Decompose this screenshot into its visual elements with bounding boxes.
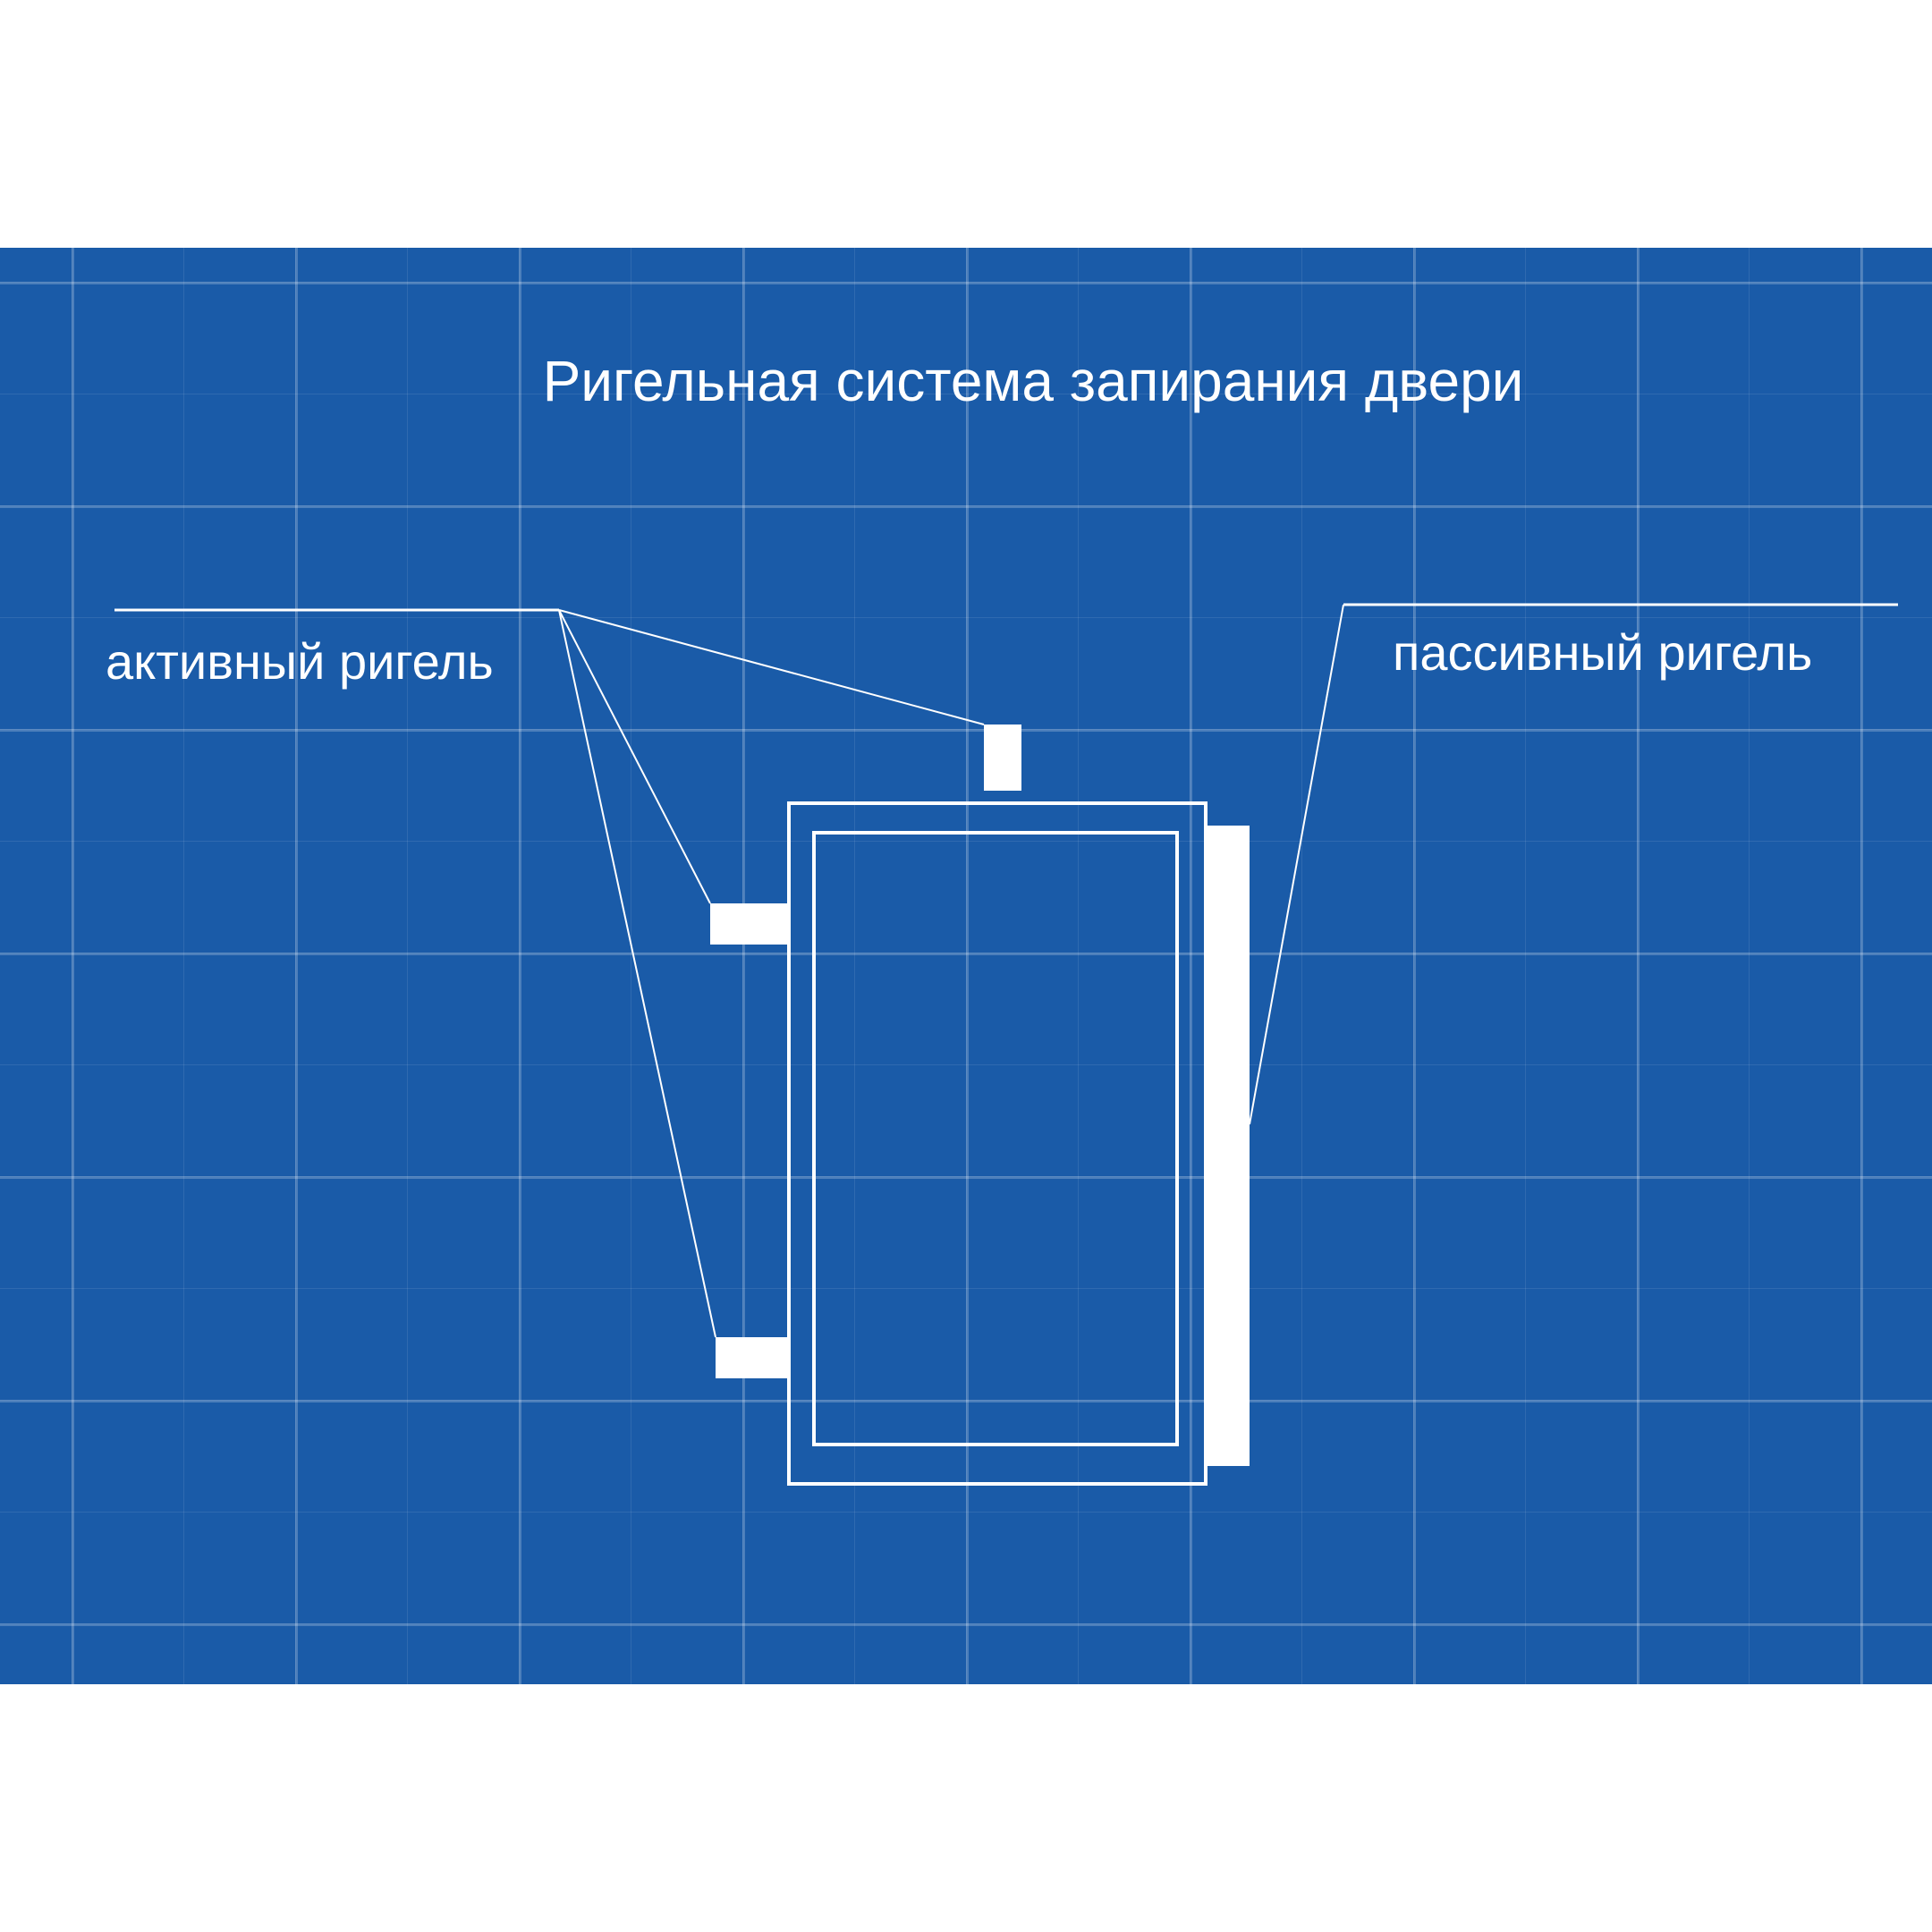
door-frame [787, 801, 1208, 1486]
active-bolt-leader-top [558, 609, 985, 725]
active-bolt-top [984, 724, 1021, 791]
active-bolt-label: активный ригель [106, 633, 494, 690]
door-leaf [812, 831, 1179, 1446]
blueprint-panel: Ригельная система запирания двери активн… [0, 248, 1932, 1684]
passive-bolt-label: пассивный ригель [1393, 624, 1813, 681]
passive-bolt [1207, 826, 1250, 1466]
diagram-title: Ригельная система запирания двери [542, 349, 1524, 413]
active-bolt-upper [710, 903, 789, 945]
active-bolt-leader-lower-side [558, 609, 716, 1338]
active-bolt-leader-upper-side [558, 609, 711, 904]
passive-bolt-leader [1249, 604, 1344, 1125]
active-bolt-lower [716, 1337, 789, 1378]
door-drawing [114, 603, 1898, 1486]
